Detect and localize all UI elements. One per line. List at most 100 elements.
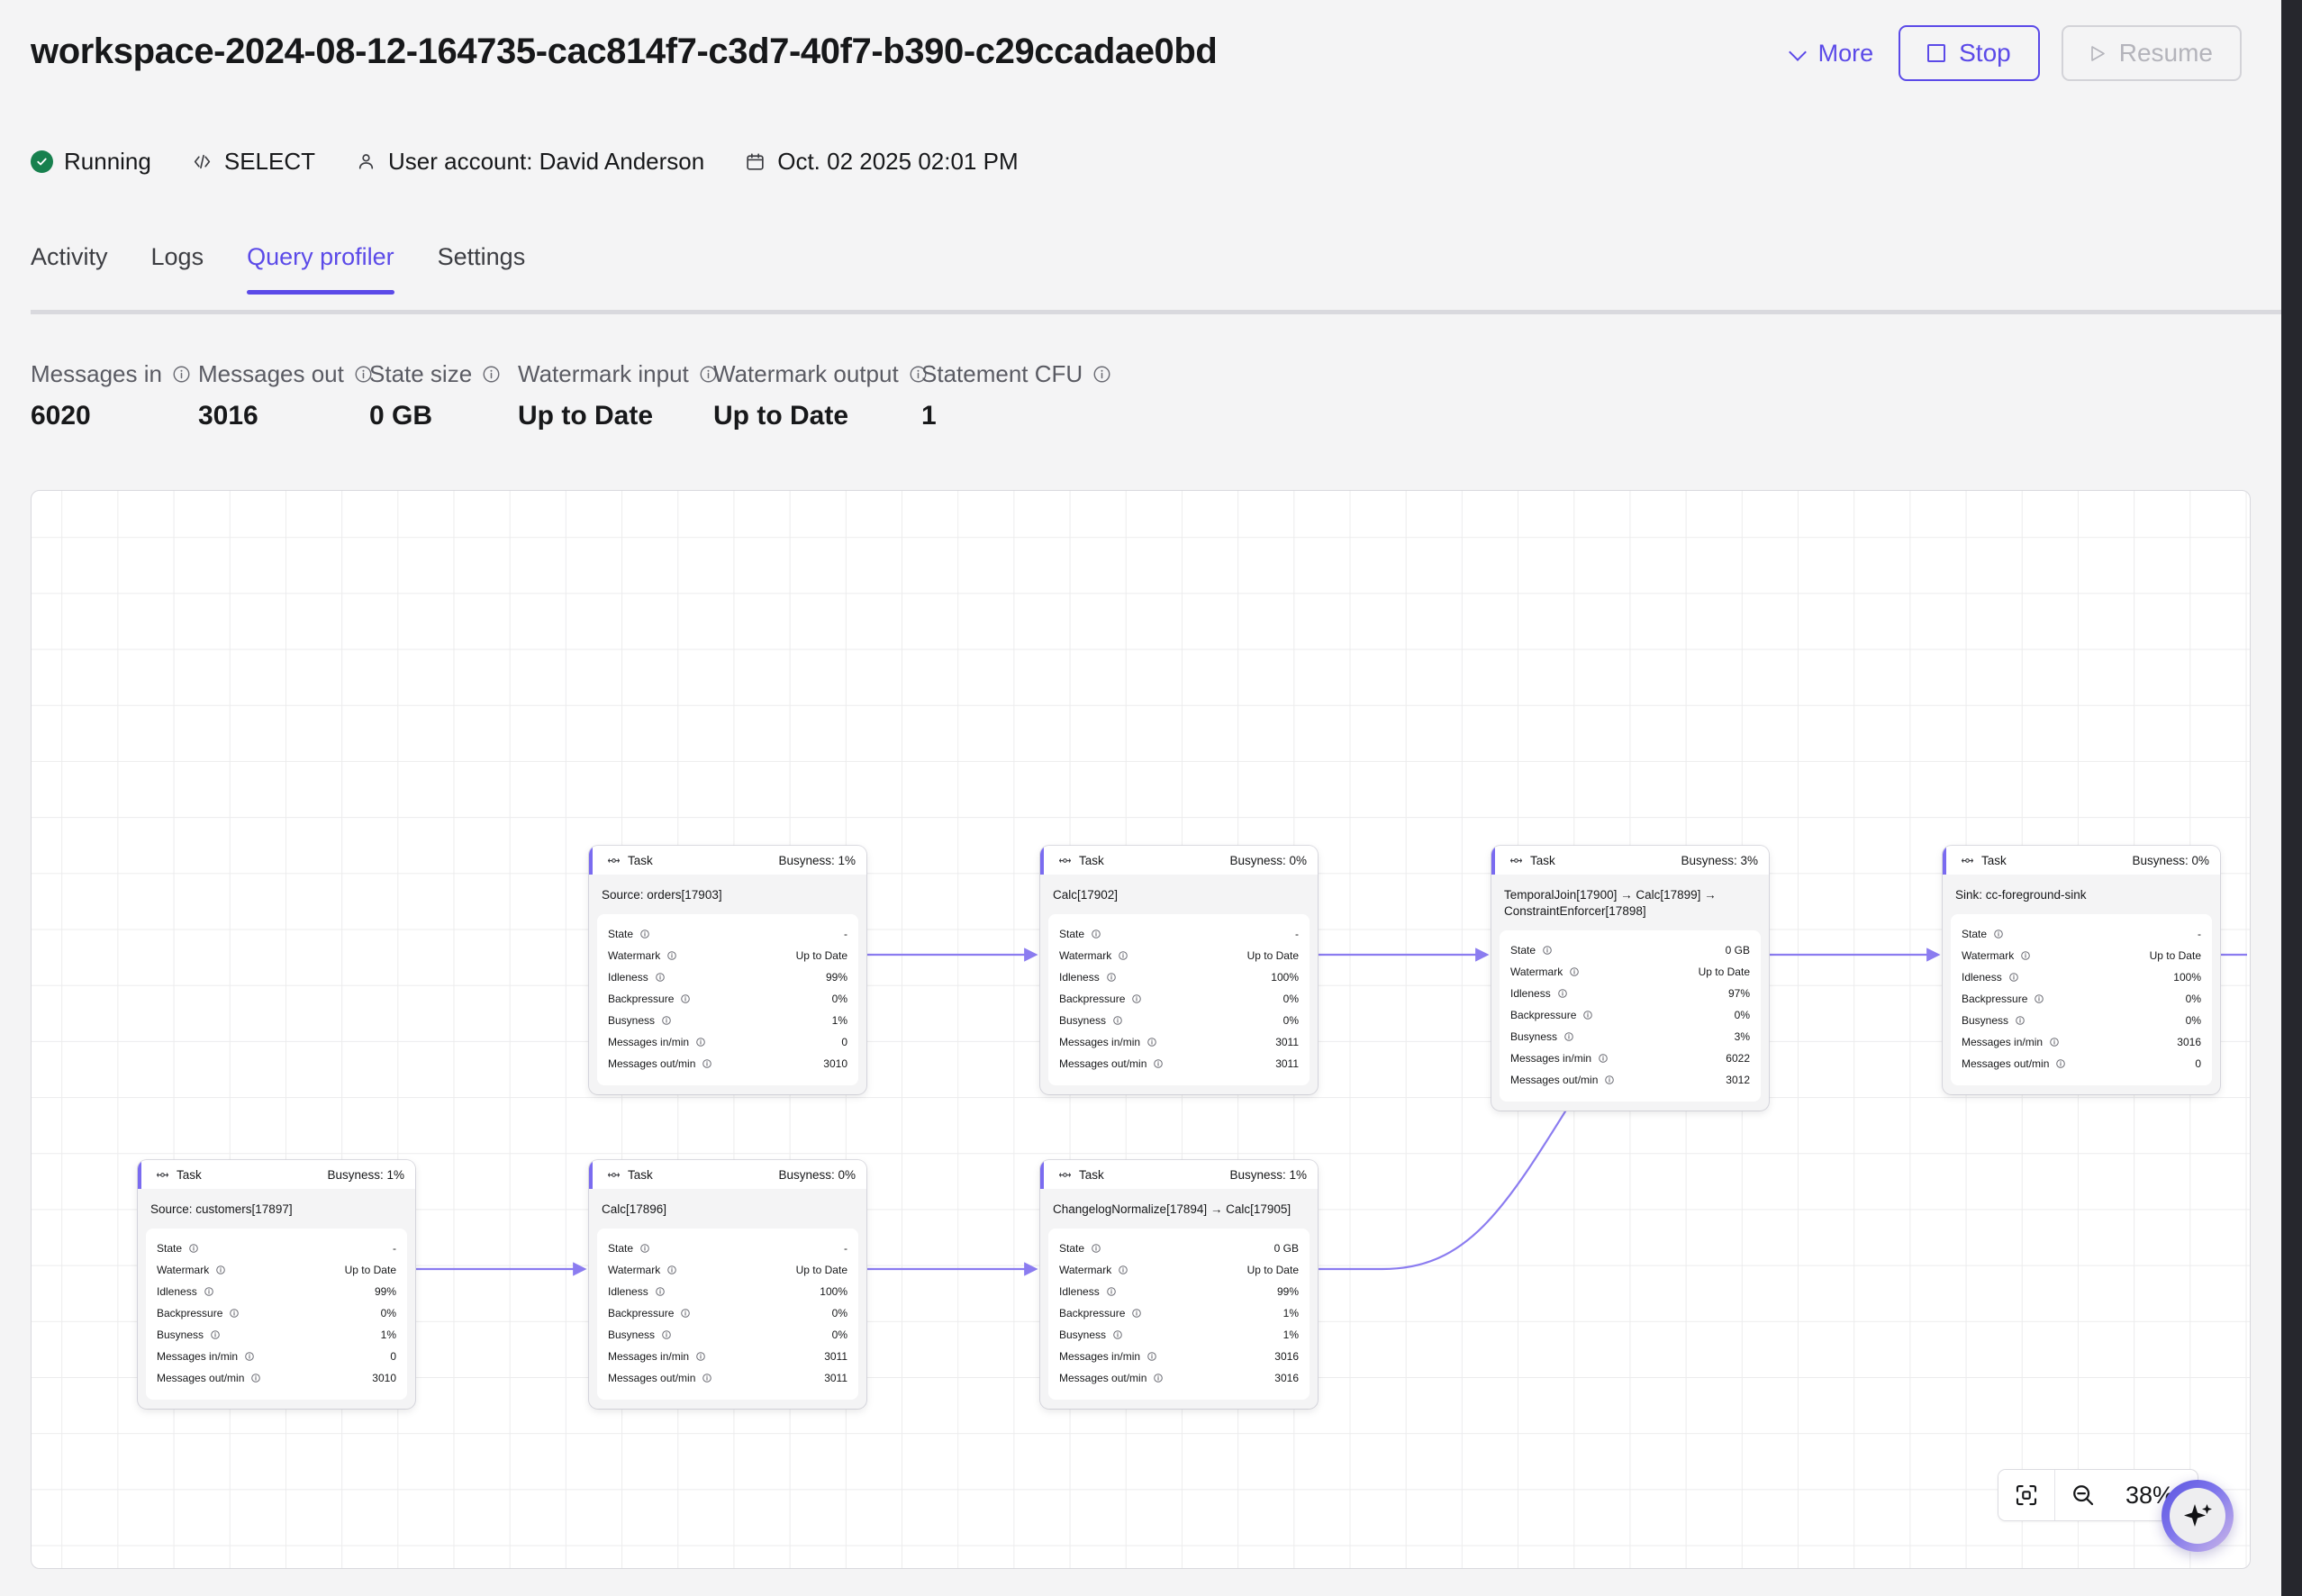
info-icon[interactable] [639,929,650,939]
info-icon[interactable] [1106,1286,1117,1297]
info-icon[interactable] [1557,988,1568,999]
info-icon[interactable] [204,1286,214,1297]
zoom-out-icon[interactable] [2054,1470,2111,1520]
info-icon[interactable] [1118,1265,1128,1275]
info-icon[interactable] [210,1329,221,1340]
info-icon[interactable] [2049,1037,2060,1047]
node-kind: Task [607,1168,653,1182]
info-icon[interactable] [2020,950,2031,961]
info-icon[interactable] [229,1308,240,1319]
sparkle-icon [2170,1488,2225,1544]
info-icon[interactable] [680,993,691,1004]
info-icon[interactable] [639,1243,650,1254]
stop-button[interactable]: Stop [1899,25,2040,81]
tab-logs[interactable]: Logs [151,243,204,295]
info-icon[interactable] [1091,929,1101,939]
info-icon[interactable] [661,1329,672,1340]
info-icon[interactable] [1092,364,1112,385]
code-brackets-icon [191,150,213,173]
info-icon[interactable] [353,364,374,385]
info-icon[interactable] [698,364,719,385]
stat-key: Backpressure [157,1307,240,1319]
info-icon[interactable] [695,1037,706,1047]
node-title: Calc[17902] [1053,888,1119,902]
info-icon[interactable] [1112,1329,1123,1340]
info-icon[interactable] [666,1265,677,1275]
info-icon[interactable] [908,364,929,385]
stat-key-label: Idleness [1059,971,1100,984]
stat-key-label: Messages in/min [608,1350,690,1364]
info-icon[interactable] [655,1286,666,1297]
info-icon[interactable] [188,1243,199,1254]
metric-label-text: State size [369,360,473,387]
tab-query-profiler[interactable]: Query profiler [247,243,394,295]
info-icon[interactable] [1112,1015,1123,1026]
info-icon[interactable] [1118,950,1128,961]
stat-value: Up to Date [344,1264,396,1277]
fit-to-screen-icon[interactable] [1998,1470,2054,1520]
stat-key-label: Messages out/min [608,1057,696,1071]
info-icon[interactable] [1582,1010,1593,1020]
tab-activity[interactable]: Activity [31,243,108,295]
info-icon[interactable] [1146,1037,1157,1047]
stat-value: 1% [831,1014,847,1028]
info-icon[interactable] [1604,1075,1615,1085]
stat-value: 3012 [1726,1074,1750,1087]
info-icon[interactable] [1542,945,1553,956]
info-icon[interactable] [1091,1243,1101,1254]
tab-settings[interactable]: Settings [438,243,526,295]
info-icon[interactable] [1146,1351,1157,1362]
node-busyness: Busyness: 1% [778,853,856,867]
stat-key: Idleness [157,1285,214,1298]
metric-label: State size [369,360,518,388]
info-icon[interactable] [1563,1031,1574,1042]
info-icon[interactable] [1569,966,1580,977]
info-icon[interactable] [661,1015,672,1026]
info-icon[interactable] [2015,1015,2026,1026]
info-icon[interactable] [666,950,677,961]
info-icon[interactable] [244,1351,255,1362]
info-icon[interactable] [1993,929,2004,939]
info-icon[interactable] [702,1058,712,1069]
stat-key-label: Busyness [1962,1014,2009,1028]
info-icon[interactable] [481,364,502,385]
info-icon[interactable] [215,1265,226,1275]
info-icon[interactable] [1131,1308,1142,1319]
more-button[interactable]: More [1787,34,1878,73]
info-icon[interactable] [1106,972,1117,983]
info-icon[interactable] [695,1351,706,1362]
info-icon[interactable] [1598,1053,1609,1064]
info-icon[interactable] [655,972,666,983]
info-icon[interactable] [2055,1058,2066,1069]
info-icon[interactable] [702,1373,712,1383]
info-icon[interactable] [171,364,192,385]
stat-key: Messages in/min [1059,1350,1157,1363]
ai-assistant-button[interactable] [2162,1480,2234,1552]
stat-key-label: Messages out/min [157,1372,245,1385]
metric-label-text: Watermark output [713,360,899,387]
info-icon[interactable] [1153,1373,1164,1383]
info-icon[interactable] [1153,1058,1164,1069]
info-icon[interactable] [1131,993,1142,1004]
node-title: ChangelogNormalize[17894] → Calc[17905] [1053,1202,1291,1216]
info-icon[interactable] [680,1308,691,1319]
task-node-icon [607,854,621,867]
info-icon[interactable] [2008,972,2019,983]
info-icon[interactable] [2034,993,2044,1004]
info-icon[interactable] [250,1373,261,1383]
node-kind: Task [1058,1168,1104,1182]
node-kind-label: Task [1981,853,2007,867]
